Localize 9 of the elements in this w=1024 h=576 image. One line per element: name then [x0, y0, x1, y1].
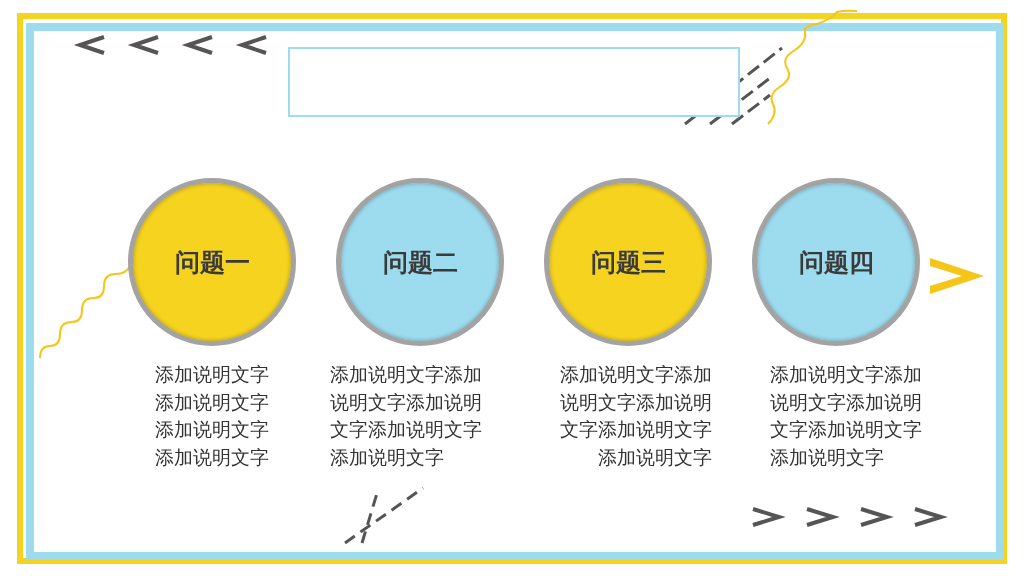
question-circle: 问题一 — [128, 178, 296, 346]
question-circle: 问题四 — [752, 178, 920, 346]
description-text: 添加说明文字添加说明文字添加说明文字添加说明文字添加说明文字 — [559, 362, 712, 470]
title-box — [288, 47, 740, 117]
description-text: 添加说明文字添加说明文字添加说明文字添加说明文字添加说明文字 — [330, 362, 483, 470]
question-circle: 问题三 — [544, 178, 712, 346]
question-circle: 问题二 — [336, 178, 504, 346]
description-text: 添加说明文字添加说明文字添加说明文字添加说明文字添加说明文字 — [770, 362, 923, 470]
description-text: 添加说明文字添加说明文字添加说明文字添加说明文字 — [155, 362, 270, 470]
